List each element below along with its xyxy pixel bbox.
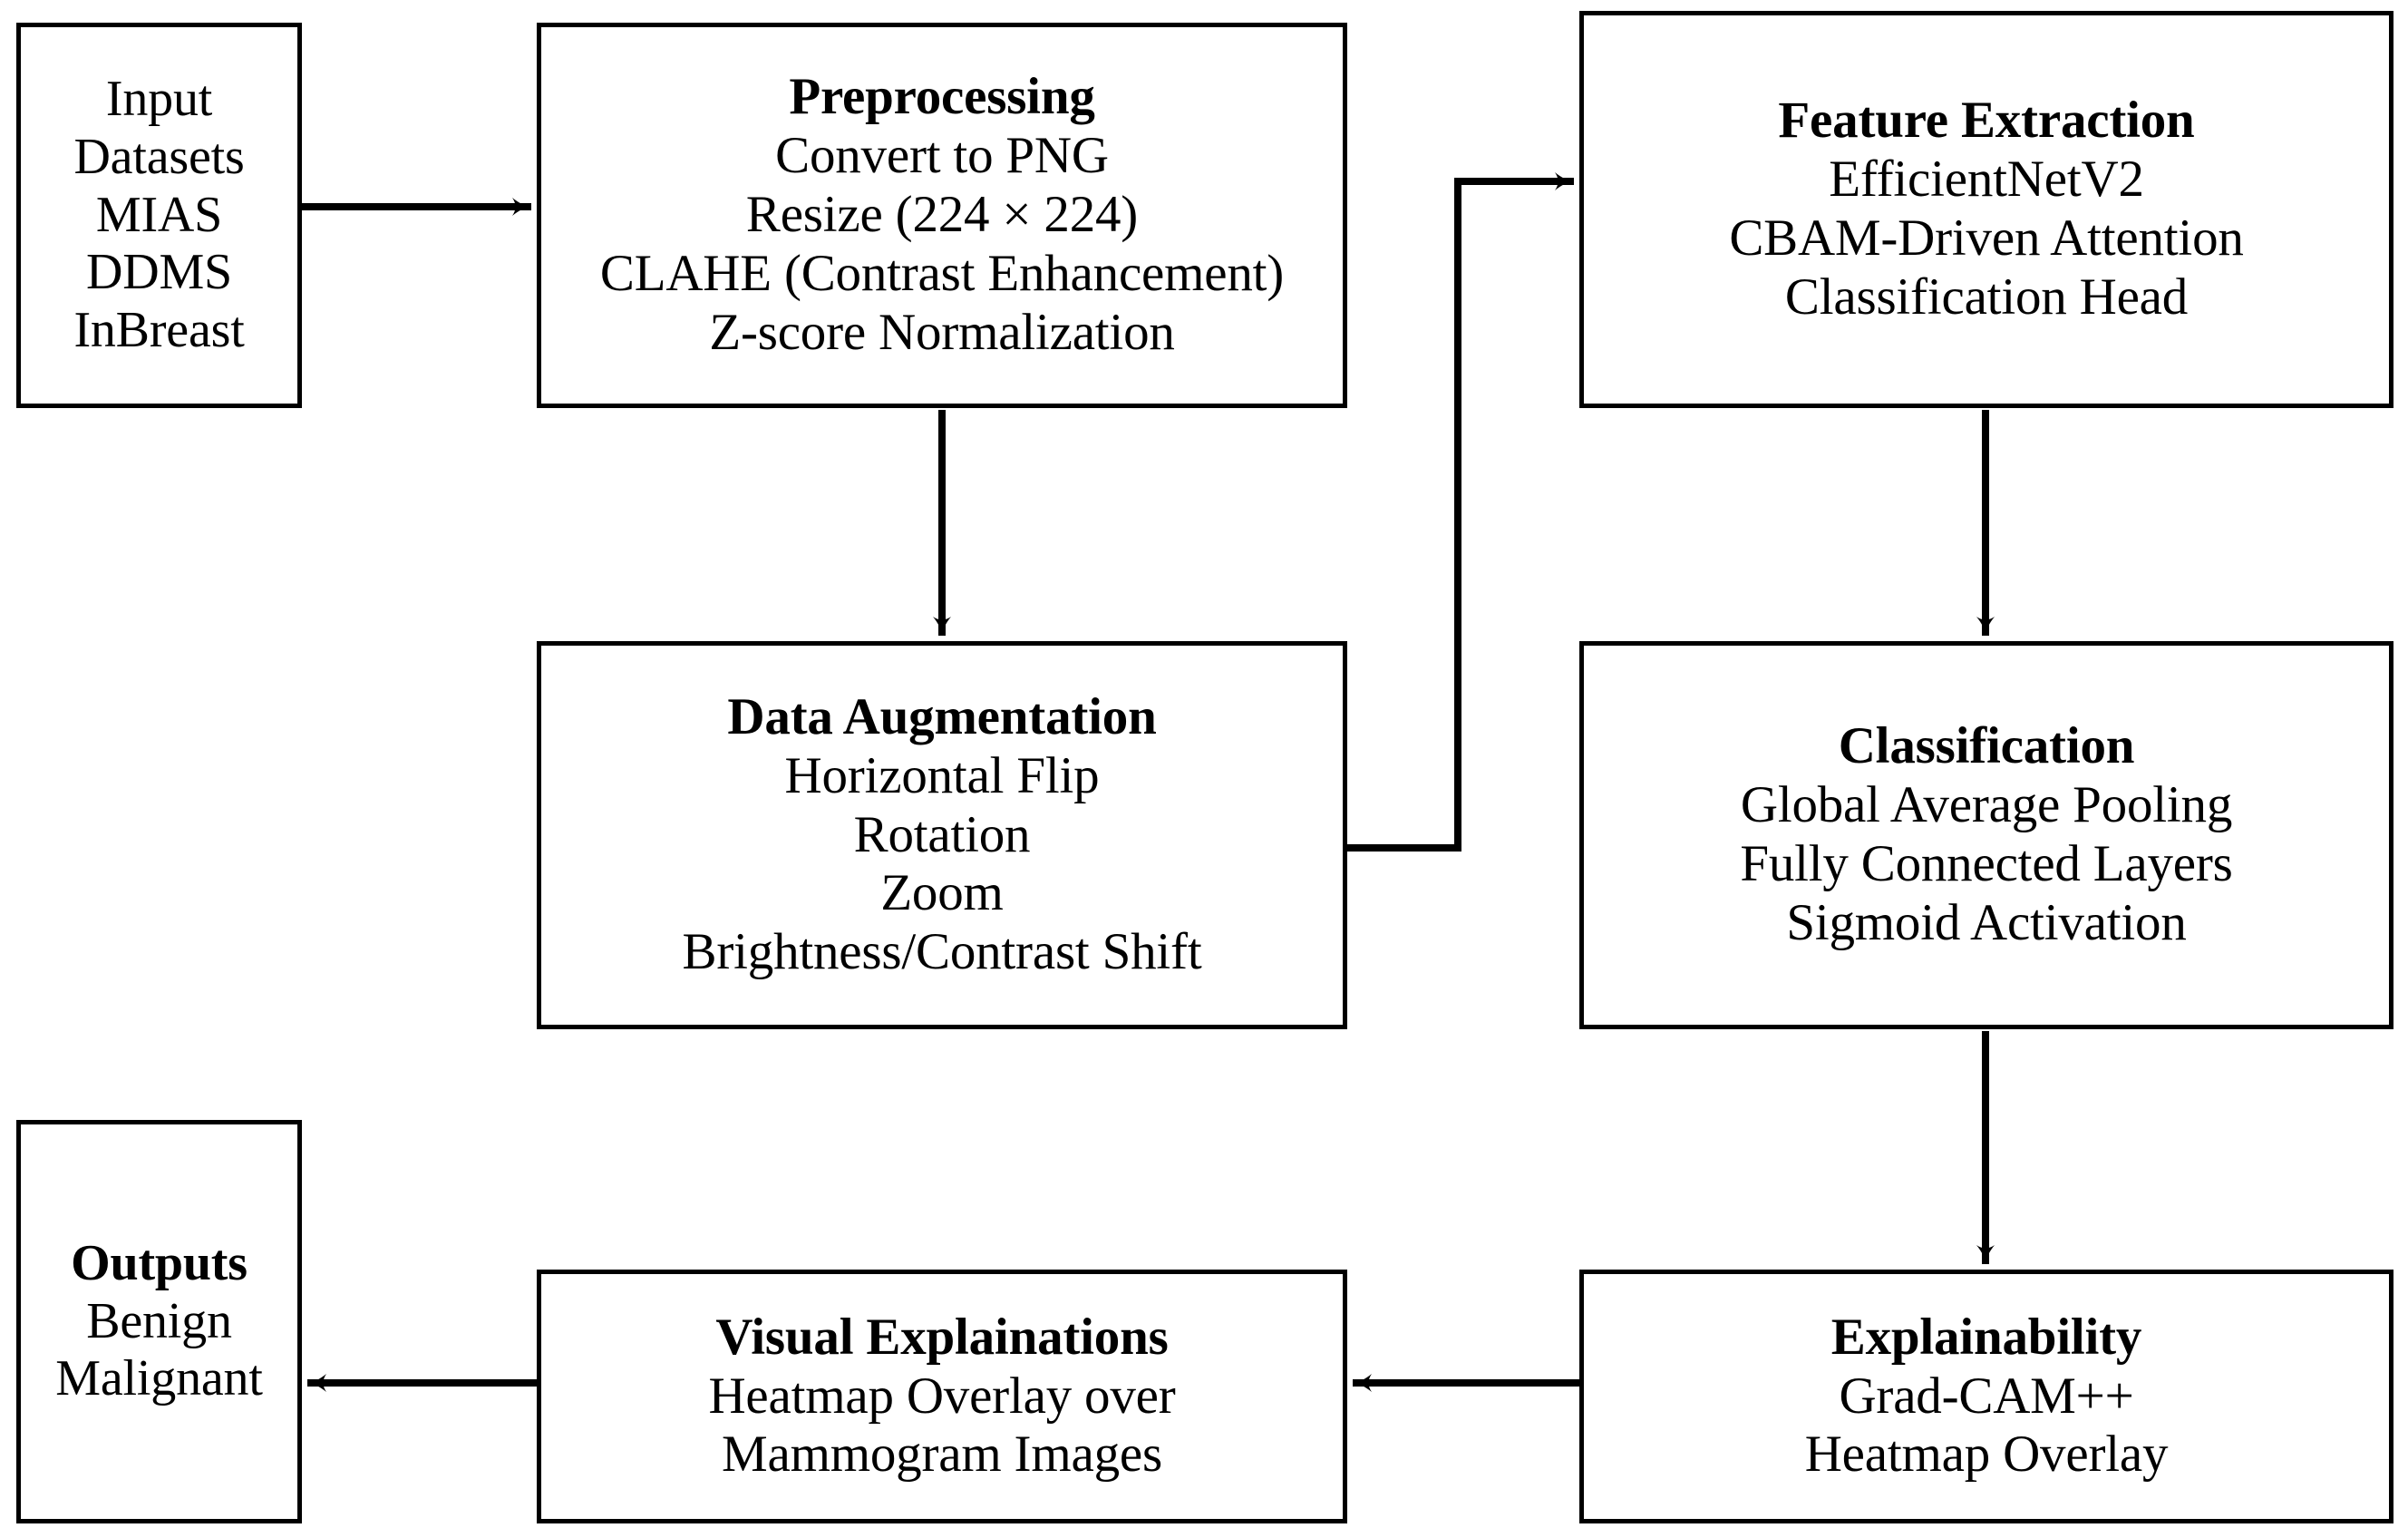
outputs-line-2: Malignant (55, 1350, 263, 1407)
node-preprocessing[interactable]: Preprocessing Convert to PNG Resize (224… (537, 23, 1347, 408)
edge-data-augmentation-to-feature-extraction (1347, 172, 1574, 852)
feature-extraction-line-1: EfficientNetV2 (1829, 151, 2144, 209)
input-line-1: Input (105, 70, 213, 127)
preprocessing-line-4: Z-score Normalization (709, 303, 1175, 361)
classification-line-2: Fully Connected Layers (1740, 835, 2233, 892)
preprocessing-line-1: Convert to PNG (775, 127, 1109, 185)
node-outputs[interactable]: Outputs Benign Malignant (16, 1120, 302, 1523)
node-classification[interactable]: Classification Global Average Pooling Fu… (1579, 641, 2393, 1029)
explainability-line-2: Heatmap Overlay (1804, 1426, 2169, 1484)
node-explainability[interactable]: Explainability Grad-CAM++ Heatmap Overla… (1579, 1270, 2393, 1523)
explainability-line-1: Grad-CAM++ (1839, 1367, 2134, 1425)
preprocessing-line-3: CLAHE (Contrast Enhancement) (599, 244, 1285, 302)
preprocessing-title: Preprocessing (789, 68, 1095, 126)
node-input-datasets[interactable]: Input Datasets MIAS DDMS InBreast (16, 23, 302, 408)
data-augmentation-line-2: Rotation (853, 805, 1031, 863)
explainability-title: Explainability (1830, 1308, 2142, 1366)
input-line-3: MIAS (95, 186, 223, 243)
visual-explanations-line-1: Heatmap Overlay over (708, 1367, 1176, 1425)
input-line-4: DDMS (85, 244, 233, 301)
preprocessing-line-2: Resize (224 × 224) (745, 186, 1139, 244)
visual-explanations-line-2: Mammogram Images (722, 1426, 1162, 1484)
classification-line-3: Sigmoid Activation (1786, 893, 2187, 951)
data-augmentation-line-1: Horizontal Flip (784, 746, 1100, 804)
outputs-title: Outputs (71, 1234, 248, 1291)
outputs-line-1: Benign (86, 1292, 232, 1349)
node-data-augmentation[interactable]: Data Augmentation Horizontal Flip Rotati… (537, 641, 1347, 1029)
feature-extraction-line-3: Classification Head (1784, 268, 2189, 326)
node-visual-explanations[interactable]: Visual Explainations Heatmap Overlay ove… (537, 1270, 1347, 1523)
visual-explanations-title: Visual Explainations (715, 1308, 1169, 1366)
data-augmentation-title: Data Augmentation (727, 687, 1157, 745)
feature-extraction-title: Feature Extraction (1778, 92, 2195, 150)
data-augmentation-line-4: Brightness/Contrast Shift (682, 923, 1202, 981)
classification-line-1: Global Average Pooling (1740, 776, 2233, 834)
feature-extraction-line-2: CBAM-Driven Attention (1729, 209, 2244, 267)
input-line-2: Datasets (73, 128, 245, 185)
node-feature-extraction[interactable]: Feature Extraction EfficientNetV2 CBAM-D… (1579, 11, 2393, 408)
input-line-5: InBreast (73, 302, 245, 359)
classification-title: Classification (1838, 717, 2135, 775)
data-augmentation-line-3: Zoom (880, 864, 1004, 922)
